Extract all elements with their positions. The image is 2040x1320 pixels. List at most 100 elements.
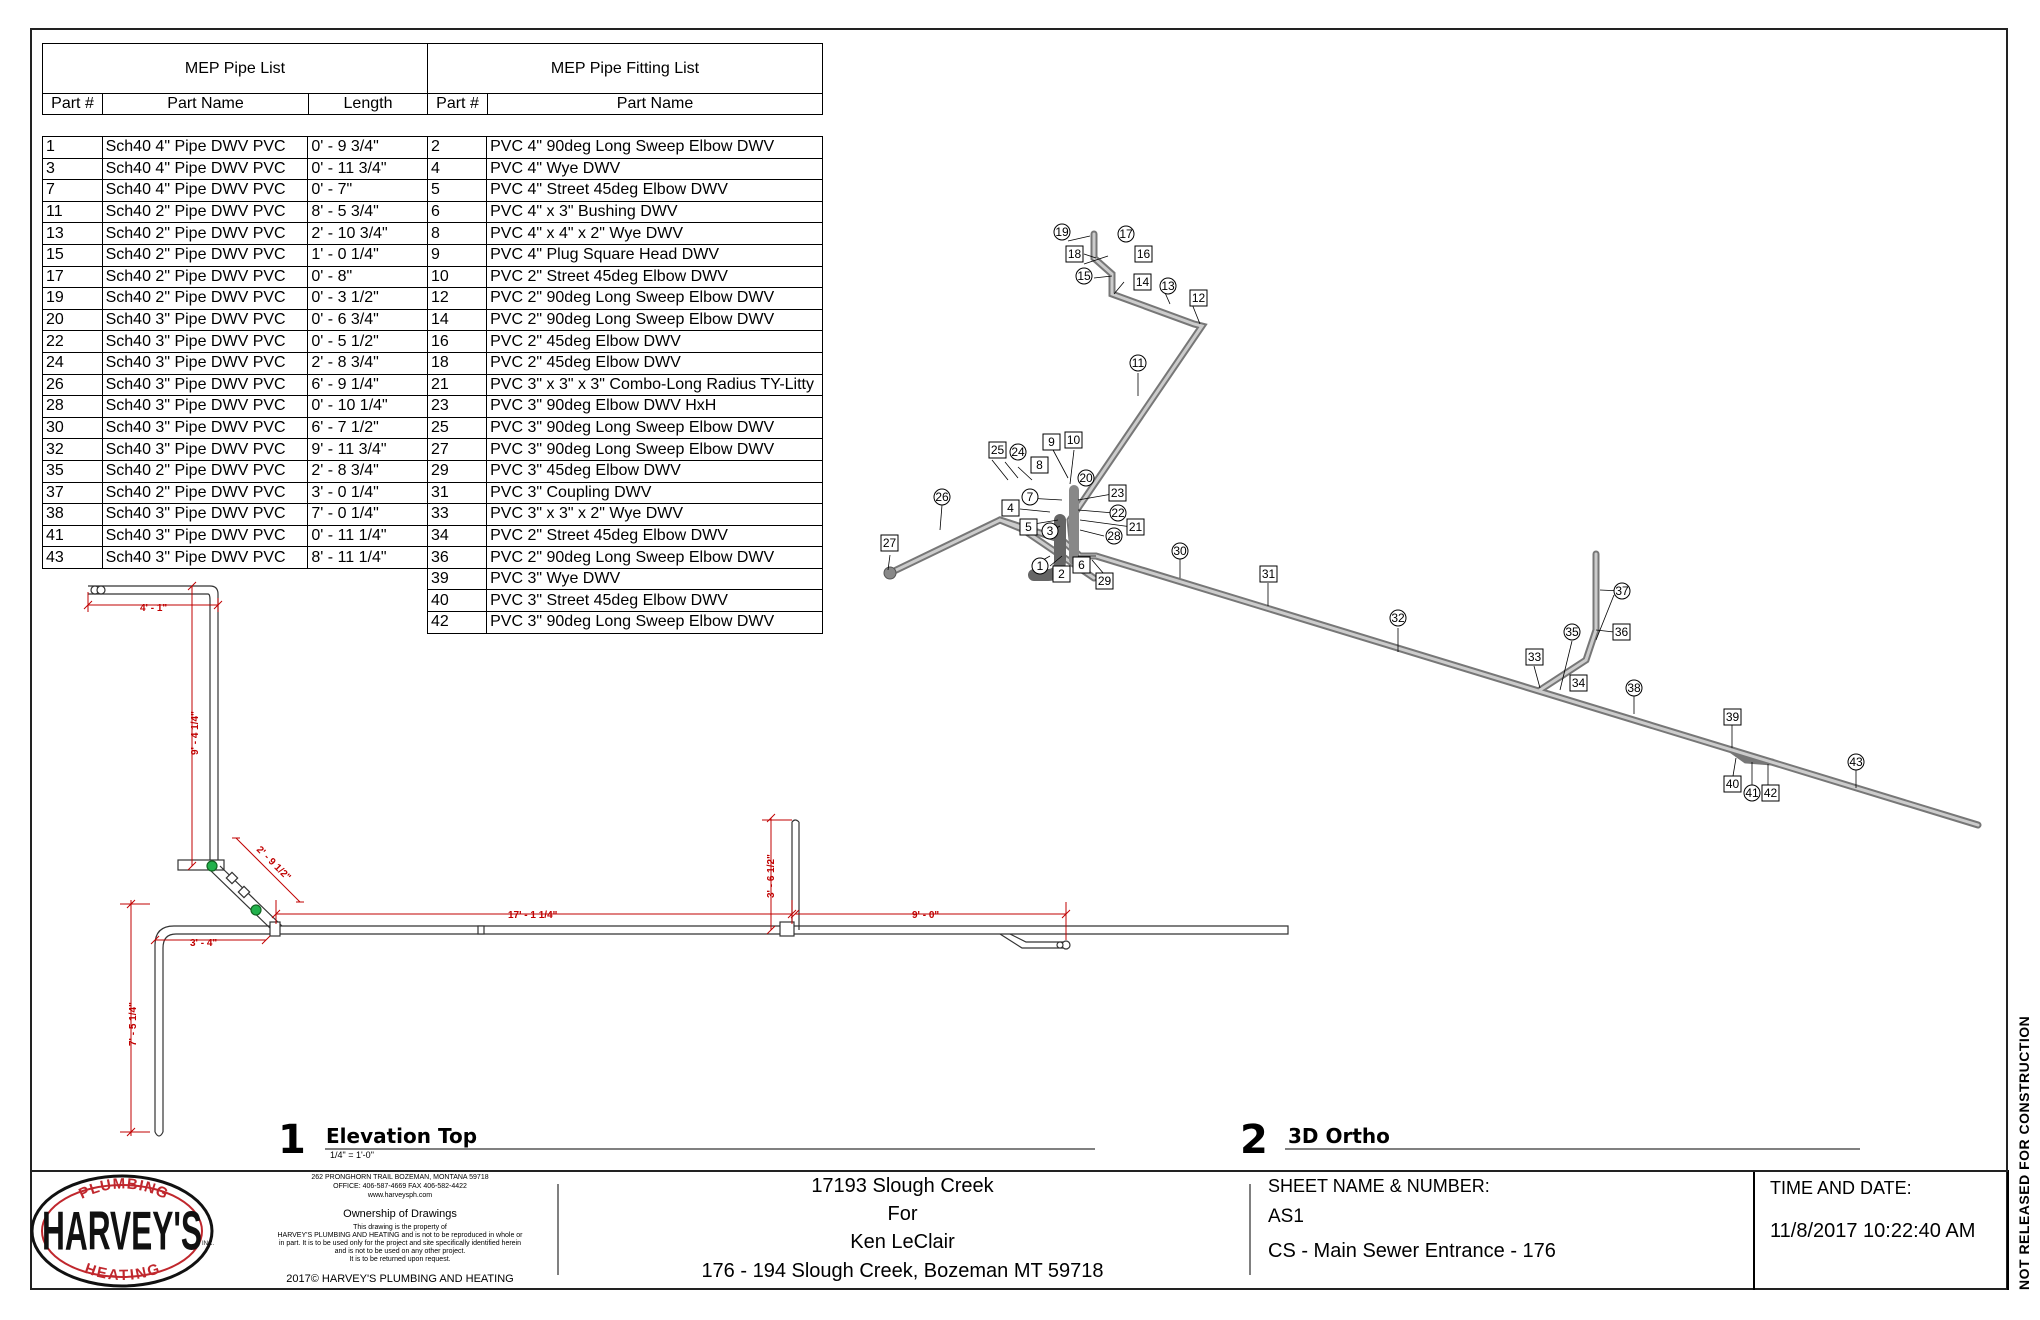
table-cell: 42 xyxy=(426,611,488,634)
company-website: www.harveysph.com xyxy=(367,1192,433,1199)
table-cell: 20 xyxy=(42,308,103,332)
view2-number: 2 xyxy=(1240,1117,1268,1163)
part-tag-label: 40 xyxy=(1726,777,1740,791)
part-tag-circle: 32 xyxy=(1389,609,1407,627)
table-cell: 0' - 11 3/4" xyxy=(307,157,428,181)
dimension-line xyxy=(235,837,301,903)
part-tag-label: 15 xyxy=(1077,269,1091,283)
pipe-run xyxy=(1728,746,1776,766)
part-tag-circle: 24 xyxy=(1009,443,1027,461)
dim-label: 7' - 5 1/4" xyxy=(128,1002,139,1046)
dimension-tick xyxy=(787,909,797,919)
pipe-run xyxy=(1536,550,1600,694)
dimension-tick xyxy=(790,909,800,919)
pipe-segment xyxy=(154,1131,164,1137)
view1-title: Elevation Top xyxy=(326,1124,478,1148)
part-tag-box: 34 xyxy=(1569,674,1588,692)
part-tag-circle: 37 xyxy=(1613,582,1631,600)
pipe-fitting xyxy=(237,885,251,899)
sheet-name: CS - Main Sewer Entrance - 176 xyxy=(1268,1240,1556,1262)
table-cell: 32 xyxy=(42,438,103,461)
ownership-line: HARVEY'S PLUMBING AND HEATING and is not… xyxy=(277,1232,523,1239)
table-cell: 0' - 7" xyxy=(307,179,428,202)
part-tag-label: 8 xyxy=(1036,458,1043,472)
dimension-tick xyxy=(187,581,197,591)
table-cell: PVC 4" x 3" Bushing DWV xyxy=(486,200,823,224)
table-cell: 12 xyxy=(426,287,488,310)
ownership-line: and is not to be used on any other proje… xyxy=(334,1248,466,1255)
part-tag-label: 20 xyxy=(1079,471,1093,485)
pipe-col-name: Part Name xyxy=(103,93,309,115)
dimension-tick xyxy=(150,935,160,945)
dim-label: 4' - 1" xyxy=(140,603,167,614)
table-cell: PVC 4" 90deg Long Sweep Elbow DWV xyxy=(486,136,823,159)
part-tag-circle: 3 xyxy=(1041,522,1059,540)
part-tag-circle: 38 xyxy=(1625,679,1643,697)
table-cell: PVC 4" Wye DWV xyxy=(486,157,823,181)
project-address: 176 - 194 Slough Creek, Bozeman MT 59718 xyxy=(701,1260,1104,1282)
project-for: For xyxy=(887,1203,918,1225)
part-tag-label: 32 xyxy=(1391,611,1405,625)
dim-label: 17' - 1 1/4" xyxy=(508,910,558,921)
table-cell: 23 xyxy=(426,395,488,418)
part-tag-box: 12 xyxy=(1189,289,1208,307)
pipe-cap xyxy=(1056,941,1064,949)
table-cell: 41 xyxy=(42,524,103,548)
table-cell: PVC 4" Street 45deg Elbow DWV xyxy=(486,179,823,202)
dimension-tick xyxy=(83,600,93,610)
part-tag-circle: 22 xyxy=(1109,504,1127,522)
dimension-tick xyxy=(187,861,197,871)
part-tag-circle: 43 xyxy=(1847,753,1865,771)
part-tag-box: 33 xyxy=(1525,648,1544,666)
part-tag-label: 23 xyxy=(1111,486,1125,500)
part-tag-box: 36 xyxy=(1612,623,1631,641)
pipe-segment xyxy=(209,865,283,931)
part-tag-label: 35 xyxy=(1565,625,1579,639)
ownership-line: It is to be returned upon request. xyxy=(349,1256,451,1263)
part-tag-label: 42 xyxy=(1764,786,1778,800)
part-tag-label: 22 xyxy=(1111,506,1125,520)
part-tag-box: 9 xyxy=(1042,433,1061,451)
table-cell: Sch40 2" Pipe DWV PVC xyxy=(101,459,309,483)
connection-marker xyxy=(206,860,218,872)
pipe-col-length: Length xyxy=(343,95,393,112)
time-label: TIME AND DATE: xyxy=(1770,1178,1912,1198)
part-tag-box: 16 xyxy=(1134,245,1153,263)
table-cell: 34 xyxy=(426,524,488,548)
part-tag-label: 16 xyxy=(1137,247,1151,261)
table-cell: 22 xyxy=(42,330,103,353)
table-cell: 13 xyxy=(42,222,103,245)
table-cell: 8 xyxy=(426,222,488,245)
table-cell: Sch40 4" Pipe DWV PVC xyxy=(101,136,309,159)
dimension-tick xyxy=(766,813,776,823)
table-cell: 0' - 9 3/4" xyxy=(307,136,428,159)
table-cell: PVC 3" 90deg Long Sweep Elbow DWV xyxy=(486,438,823,461)
pipe-col-part: Part # xyxy=(43,93,103,115)
part-tag-label: 6 xyxy=(1078,558,1085,572)
connection-marker xyxy=(250,904,262,916)
dim-label: 3' - 6 1/2" xyxy=(766,854,777,898)
part-tag-label: 26 xyxy=(935,490,949,504)
view1-number: 1 xyxy=(278,1117,306,1163)
pipe-list-header: MEP Pipe List Part # Part Name Length xyxy=(42,43,428,115)
part-tag-label: 5 xyxy=(1025,520,1032,534)
part-tag-box: 29 xyxy=(1095,572,1114,590)
pipe-list-title: MEP Pipe List xyxy=(43,44,427,94)
table-cell: PVC 3" Coupling DWV xyxy=(486,481,823,505)
part-tag-label: 31 xyxy=(1262,567,1276,581)
table-cell: Sch40 3" Pipe DWV PVC xyxy=(101,330,309,353)
part-tag-circle: 26 xyxy=(933,488,951,506)
table-cell: 40 xyxy=(426,589,488,613)
